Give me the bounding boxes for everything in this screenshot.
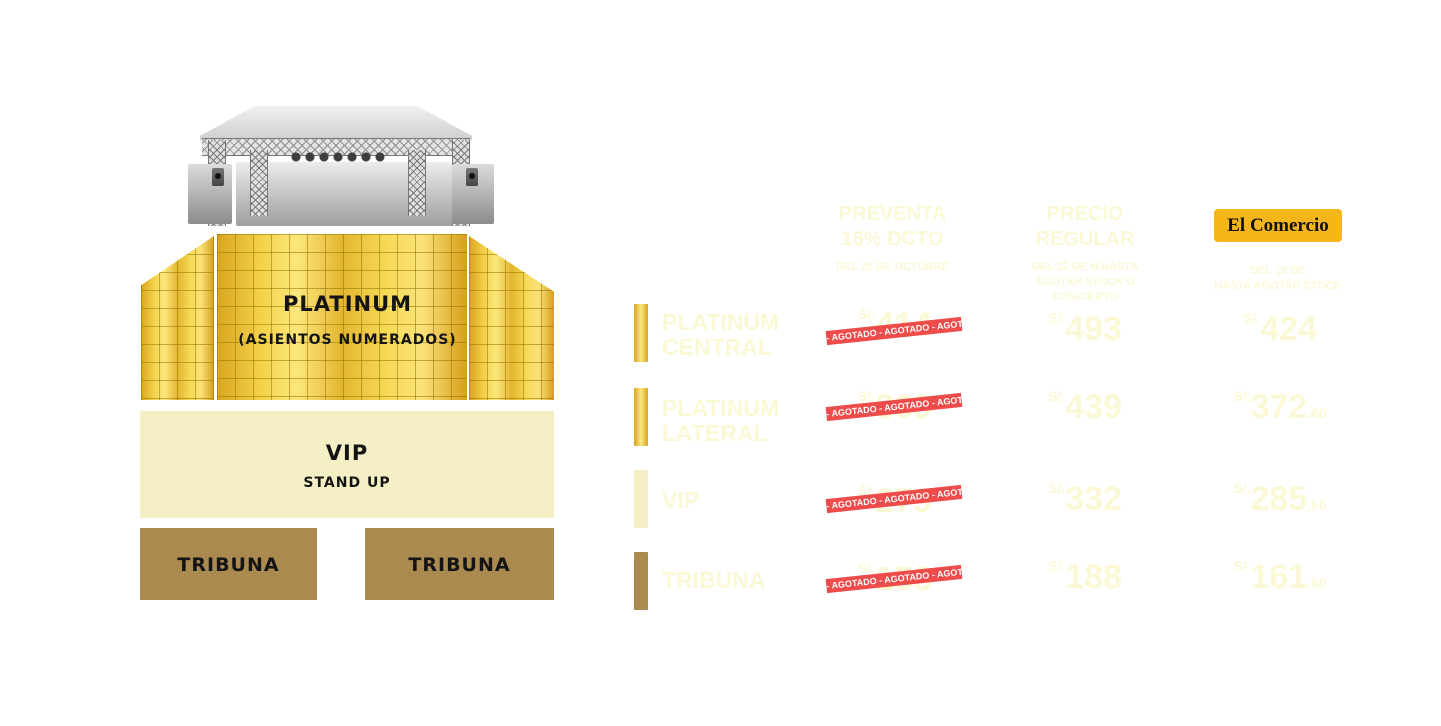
price-brand-tribuna: S/.161.60 <box>1220 558 1340 597</box>
price-value: 372 <box>1250 388 1308 426</box>
speaker-left-icon <box>188 164 232 224</box>
price-decimals: .60 <box>1307 575 1327 591</box>
currency-symbol: S/. <box>1233 388 1251 404</box>
row-label-platinum-central: PLATINUM CENTRAL <box>662 310 779 360</box>
zone-tribuna-right[interactable]: TRIBUNA <box>365 528 554 600</box>
platinum-title: PLATINUM <box>282 292 413 316</box>
price-brand-platinum-lateral: S/.372.60 <box>1220 388 1340 427</box>
column-header-presale: PREVENTA 16% DCTO DEL 25 DE OCTUBRE <box>820 202 965 275</box>
price-value: 285 <box>1250 480 1308 518</box>
regular-header-note-line1: DEL 22 DE N.HASTA <box>1031 261 1139 273</box>
regular-header-line1: PRECIO <box>1046 203 1124 225</box>
zone-tribuna-left[interactable]: TRIBUNA <box>140 528 317 600</box>
zone-vip[interactable]: VIP STAND UP <box>140 411 554 518</box>
row-label-platinum-lateral: PLATINUM LATERAL <box>662 396 779 446</box>
price-value: 493 <box>1065 310 1122 348</box>
row-label-line1: TRIBUNA <box>662 567 766 593</box>
price-decimals: .60 <box>1307 497 1327 513</box>
currency-symbol: S/. <box>1233 558 1251 574</box>
legend-swatch-platinum-central <box>634 304 648 362</box>
row-label-tribuna: TRIBUNA <box>662 568 766 593</box>
row-label-line1: PLATINUM <box>662 395 780 421</box>
currency-symbol: S/. <box>1233 480 1251 496</box>
el-comercio-logo: El Comercio <box>1214 209 1342 242</box>
speaker-cone-left-icon <box>212 168 224 186</box>
price-value: 332 <box>1065 480 1122 518</box>
presale-header-line2: 16% DCTO <box>841 228 944 250</box>
brand-header-note-line1: DEL 25 DE <box>1250 265 1306 277</box>
legend-swatch-vip <box>634 470 648 528</box>
price-decimals: .60 <box>1307 405 1327 421</box>
row-label-line1: PLATINUM <box>662 309 780 335</box>
stage-truss-column-inner-left <box>250 150 268 216</box>
vip-subtitle: STAND UP <box>303 475 391 491</box>
price-value: 439 <box>1065 388 1122 426</box>
currency-symbol: S/. <box>1048 310 1066 326</box>
zone-platinum-central[interactable] <box>217 234 467 400</box>
currency-symbol: S/. <box>858 306 876 322</box>
price-regular-vip: S/.332 <box>1030 480 1140 519</box>
stage-roof <box>200 106 472 140</box>
platinum-label-group: PLATINUM (ASIENTOS NUMERADOS) <box>141 292 554 362</box>
price-regular-tribuna: S/.188 <box>1030 558 1140 597</box>
row-label-vip: VIP <box>662 488 699 513</box>
column-header-brand-note: DEL 25 DE HASTA AGOTAR STOCK <box>1200 264 1356 294</box>
brand-header-note-line2: HASTA AGOTAR STOCK <box>1214 280 1342 292</box>
currency-symbol: S/. <box>858 560 876 576</box>
stage-truss-column-inner-right <box>408 150 426 216</box>
speaker-cone-right-icon <box>466 168 478 186</box>
legend-swatch-platinum-lateral <box>634 388 648 446</box>
currency-symbol: S/. <box>1048 480 1066 496</box>
price-brand-platinum-central: S/.424 <box>1220 310 1340 349</box>
currency-symbol: S/. <box>1048 388 1066 404</box>
vip-title: VIP <box>325 441 369 465</box>
row-label-line2: CENTRAL <box>662 334 772 360</box>
currency-symbol: S/. <box>858 388 876 404</box>
price-value: 161 <box>1250 558 1308 596</box>
price-value: 188 <box>1065 558 1122 596</box>
platinum-subtitle: (ASIENTOS NUMERADOS) <box>238 332 457 348</box>
stage-lights <box>290 150 386 164</box>
tribuna-left-label: TRIBUNA <box>177 554 280 576</box>
price-regular-platinum-lateral: S/.439 <box>1030 388 1140 427</box>
tribuna-right-label: TRIBUNA <box>408 554 511 576</box>
currency-symbol: S/. <box>1243 310 1261 326</box>
currency-symbol: S/. <box>1048 558 1066 574</box>
presale-header-line1: PREVENTA <box>838 203 947 225</box>
presale-header-note: DEL 25 DE OCTUBRE <box>836 261 949 273</box>
column-header-regular: PRECIO REGULAR DEL 22 DE N.HASTA AGOTAR … <box>1002 202 1168 305</box>
price-regular-platinum-central: S/.493 <box>1030 310 1140 349</box>
price-value: 424 <box>1260 310 1317 348</box>
price-brand-vip: S/.285.60 <box>1220 480 1340 519</box>
regular-header-note-line2: AGOTAR STOCK O CONCIERTO <box>1035 276 1135 303</box>
legend-swatch-tribuna <box>634 552 648 610</box>
regular-header-line2: REGULAR <box>1035 228 1135 250</box>
row-label-line1: VIP <box>662 487 700 513</box>
row-label-line2: LATERAL <box>662 420 768 446</box>
